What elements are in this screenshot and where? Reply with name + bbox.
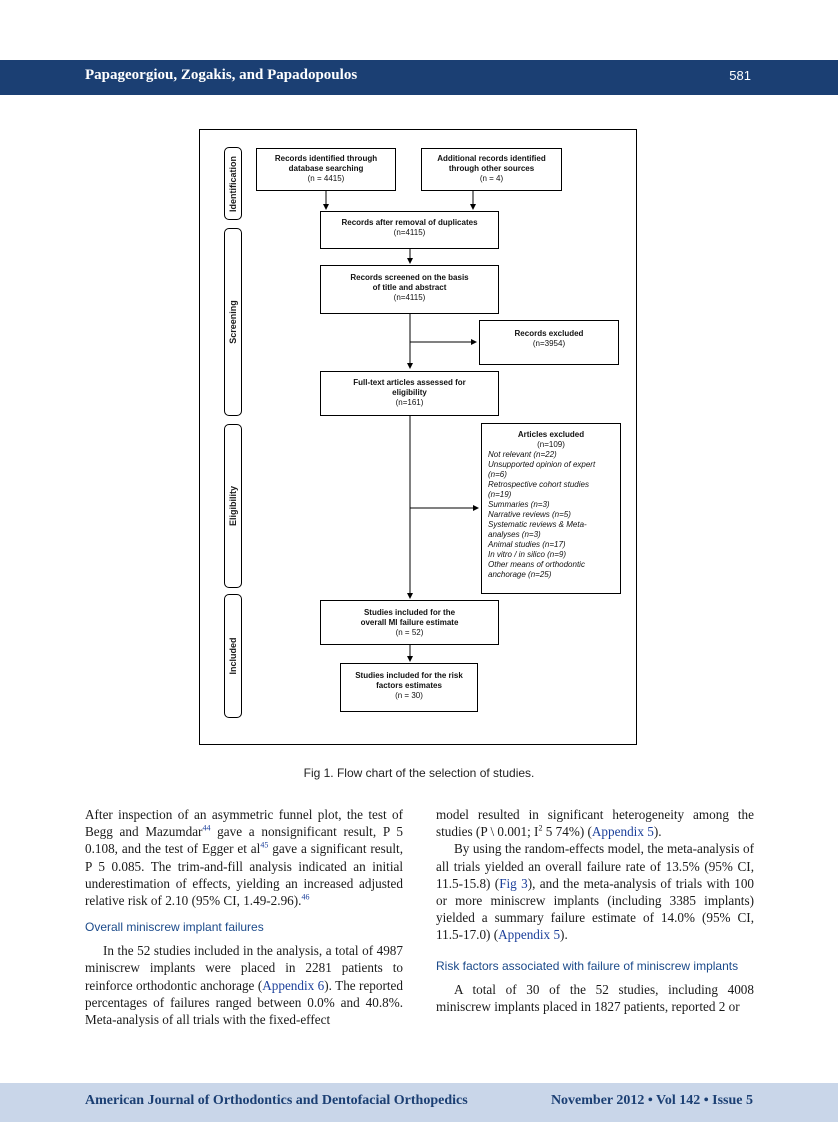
box-articles-excluded-count: (n=109): [537, 440, 565, 449]
excluded-reason: analyses (n=3): [488, 530, 541, 539]
box-after-duplicates-count: (n=4115): [393, 228, 426, 237]
box-articles-excluded-title: Articles excluded: [517, 430, 585, 439]
figure-link[interactable]: Fig 3: [499, 875, 528, 891]
box-records-excluded-count: (n=3954): [532, 339, 566, 348]
box-records-screened: Records screened on the basis of title a…: [320, 265, 499, 314]
paragraph-funnel-plot: After inspection of an asymmetric funnel…: [85, 806, 403, 909]
box-database-search-title: Records identified through database sear…: [274, 154, 378, 173]
box-overall-estimate-count: (n = 52): [395, 628, 424, 637]
box-overall-estimate: Studies included for the overall MI fail…: [320, 600, 499, 645]
box-after-duplicates: Records after removal of duplicates (n=4…: [320, 211, 499, 249]
box-records-screened-title: Records screened on the basis of title a…: [350, 273, 469, 292]
appendix-link[interactable]: Appendix 6: [262, 977, 325, 993]
text-run: model resulted in significant heterogene…: [436, 807, 754, 840]
appendix-link[interactable]: Appendix 5: [498, 927, 561, 943]
box-records-excluded-title: Records excluded: [514, 329, 584, 338]
box-after-duplicates-title: Records after removal of duplicates: [341, 218, 478, 227]
paragraph-overall-failures: In the 52 studies included in the analys…: [85, 942, 403, 1028]
excluded-reason: (n=6): [488, 470, 507, 479]
footer-issue-info: November 2012 • Vol 142 • Issue 5: [550, 1093, 753, 1108]
excluded-reason: anchorage (n=25): [488, 570, 552, 579]
figure-caption: Fig 1. Flow chart of the selection of st…: [303, 766, 535, 780]
flowchart-connectors: [323, 191, 479, 662]
box-overall-estimate-title: Studies included for the overall MI fail…: [360, 608, 459, 627]
excluded-reason: Animal studies (n=17): [488, 540, 566, 549]
paragraph-heterogeneity: model resulted in significant heterogene…: [436, 806, 754, 840]
reference-link[interactable]: 46: [301, 892, 310, 902]
excluded-reason: Other means of orthodontic: [488, 560, 585, 569]
box-risk-factors-title: Studies included for the risk factors es…: [355, 671, 463, 690]
figure-frame: [199, 129, 637, 745]
appendix-link[interactable]: Appendix 5: [591, 824, 654, 840]
box-records-screened-count: (n=4115): [393, 293, 426, 302]
stage-included-label: Included: [228, 637, 238, 675]
stage-eligibility: Eligibility: [224, 424, 242, 588]
text-run: After inspection of an asymmetric funnel…: [85, 807, 403, 840]
box-fulltext-assessed: Full-text articles assessed for eligibil…: [320, 371, 499, 416]
excluded-reason: Unsupported opinion of expert: [488, 460, 596, 469]
header-authors: Papageorgiou, Zogakis, and Papadopoulos: [85, 67, 358, 83]
text-run: ). The reported percentages of failures …: [85, 977, 403, 1028]
text-run: 5 74%) (: [542, 824, 592, 840]
box-records-excluded: Records excluded (n=3954): [479, 320, 619, 365]
excluded-reason: Summaries (n=3): [488, 500, 550, 509]
text-run: ).: [560, 927, 568, 943]
left-column: After inspection of an asymmetric funnel…: [85, 806, 403, 1028]
box-risk-factors-count: (n = 30): [395, 691, 423, 700]
reference-link[interactable]: 44: [202, 823, 211, 833]
stage-screening: Screening: [224, 228, 242, 416]
text-run: gave a significant result, P 5 0.085. Th…: [85, 841, 403, 909]
text-run: gave a nonsignificant result, P 5 0.108,…: [85, 824, 404, 857]
text-run: By using the random-effects model, the m…: [436, 841, 754, 891]
box-other-sources-title: Additional records identified through ot…: [437, 154, 546, 173]
text-run: In the 52 studies included in the analys…: [85, 943, 403, 993]
stage-identification-label: Identification: [228, 155, 238, 212]
excluded-reason: Systematic reviews & Meta-: [488, 520, 587, 529]
box-fulltext-assessed-title: Full-text articles assessed for eligibil…: [353, 378, 466, 397]
box-articles-excluded: Articles excluded (n=109) Not relevant (…: [481, 423, 621, 594]
stage-identification: Identification: [224, 147, 242, 220]
excluded-reason: Narrative reviews (n=5): [488, 510, 571, 519]
footer-journal-title: American Journal of Orthodontics and Den…: [85, 1093, 468, 1108]
box-other-sources-count: (n = 4): [479, 174, 504, 183]
excluded-reason: In vitro / in silico (n=9): [488, 550, 567, 559]
stage-eligibility-label: Eligibility: [228, 485, 238, 527]
box-other-sources: Additional records identified through ot…: [421, 148, 562, 191]
text-run: ), and the meta-analysis of trials with …: [436, 875, 755, 943]
page-header: Papageorgiou, Zogakis, and Papadopoulos …: [0, 60, 838, 95]
reference-link[interactable]: 45: [260, 841, 269, 851]
text-run: ).: [653, 824, 662, 840]
box-database-search: Records identified through database sear…: [256, 148, 396, 191]
page-footer: American Journal of Orthodontics and Den…: [0, 1083, 838, 1122]
excluded-reason: Retrospective cohort studies: [488, 480, 589, 489]
box-fulltext-assessed-count: (n=161): [395, 398, 424, 407]
excluded-reason: Not relevant (n=22): [488, 450, 557, 459]
right-column: model resulted in significant heterogene…: [436, 806, 754, 1015]
box-database-search-count: (n = 4415): [307, 174, 345, 183]
superscript: 2: [538, 823, 543, 833]
section-heading-overall-failures: Overall miniscrew implant failures: [85, 920, 264, 935]
paragraph-random-effects: By using the random-effects model, the m…: [436, 840, 754, 943]
stage-included: Included: [224, 594, 242, 718]
excluded-reasons-list: Not relevant (n=22) Unsupported opinion …: [482, 450, 620, 580]
box-risk-factors: Studies included for the risk factors es…: [340, 663, 478, 712]
stage-screening-label: Screening: [228, 300, 238, 344]
excluded-reason: (n=19): [488, 490, 512, 499]
paragraph-risk-factors: A total of 30 of the 52 studies, includi…: [436, 981, 754, 1014]
section-heading-risk-factors: Risk factors associated with failure of …: [436, 958, 739, 973]
page-number: 581: [729, 68, 751, 83]
prisma-flowchart: Identification Screening Eligibility Inc…: [199, 129, 637, 745]
